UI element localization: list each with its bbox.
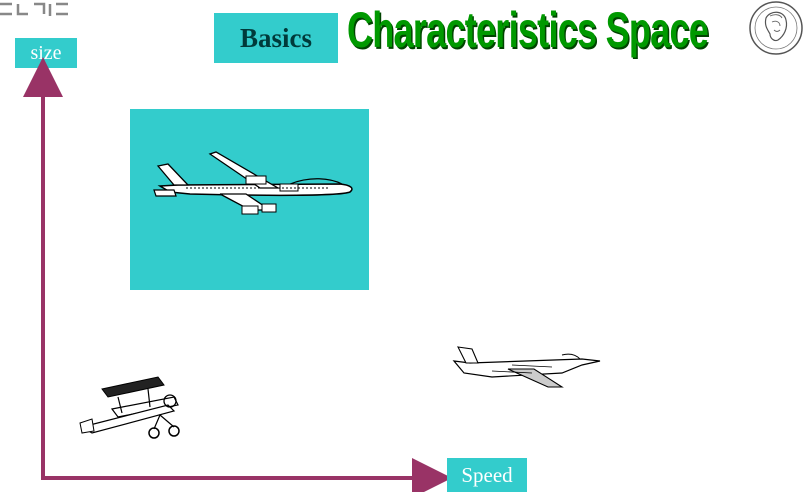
x-axis-label: Speed xyxy=(447,458,527,492)
section-label: Basics xyxy=(214,13,338,63)
jumbo-jet-icon xyxy=(153,151,353,215)
biplane-icon xyxy=(79,376,180,439)
page-title: Characteristics Space xyxy=(347,2,709,58)
corner-logo xyxy=(0,2,68,16)
fighter-jet-icon xyxy=(452,346,601,388)
university-seal-icon xyxy=(749,1,803,55)
